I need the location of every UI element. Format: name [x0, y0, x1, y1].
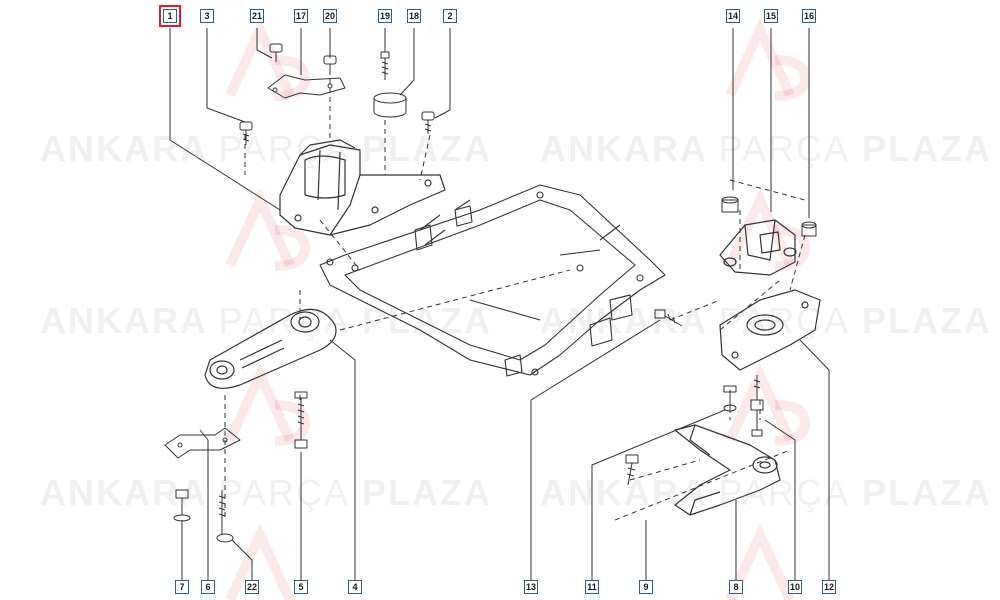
bolt-13 [654, 309, 683, 327]
callout-5[interactable]: 5 [294, 580, 308, 594]
callout-9[interactable]: 9 [639, 580, 653, 594]
callout-16[interactable]: 16 [802, 9, 816, 23]
leader-lines [169, 28, 830, 580]
callout-4[interactable]: 4 [348, 580, 362, 594]
callout-10[interactable]: 10 [788, 580, 802, 594]
callout-15[interactable]: 15 [764, 9, 778, 23]
callout-20[interactable]: 20 [323, 9, 337, 23]
lower-bracket [674, 424, 781, 516]
bolt-7 [173, 489, 191, 522]
gearbox-mount [719, 219, 797, 276]
callout-19[interactable]: 19 [378, 9, 392, 23]
callout-11[interactable]: 11 [585, 580, 599, 594]
rubber-bump [373, 92, 407, 118]
bolt-3 [239, 121, 253, 145]
engine-mount-bracket [279, 139, 446, 236]
alignment-lines [224, 70, 806, 521]
callout-14[interactable]: 14 [726, 9, 740, 23]
callout-17[interactable]: 17 [294, 9, 308, 23]
watermark-logo-icon [225, 18, 811, 600]
bolt-22 [216, 490, 234, 543]
small-bracket [267, 74, 346, 99]
callout-2[interactable]: 2 [443, 9, 457, 23]
callout-21[interactable]: 21 [250, 9, 264, 23]
callout-1[interactable]: 1 [159, 5, 181, 27]
stud-10 [750, 375, 764, 437]
bolt-21 [269, 43, 283, 62]
callout-8[interactable]: 8 [729, 580, 743, 594]
bolt-20 [323, 55, 337, 74]
callout-18[interactable]: 18 [407, 9, 421, 23]
plate [164, 427, 241, 459]
nut-16 [801, 221, 817, 237]
bolt-5 [294, 391, 308, 449]
bolt-11 [723, 385, 737, 412]
callout-6[interactable]: 6 [201, 580, 215, 594]
bolt-19 [380, 51, 390, 80]
bolt-9 [625, 454, 639, 486]
torque-rod [204, 308, 337, 389]
bolt-2 [421, 111, 435, 134]
callout-12[interactable]: 12 [822, 580, 836, 594]
gearbox-bracket [719, 289, 821, 371]
callout-7[interactable]: 7 [175, 580, 189, 594]
callout-22[interactable]: 22 [245, 580, 259, 594]
callout-13[interactable]: 13 [524, 580, 538, 594]
nut-14 [721, 196, 739, 213]
callout-3[interactable]: 3 [200, 9, 214, 23]
subframe [319, 184, 666, 377]
